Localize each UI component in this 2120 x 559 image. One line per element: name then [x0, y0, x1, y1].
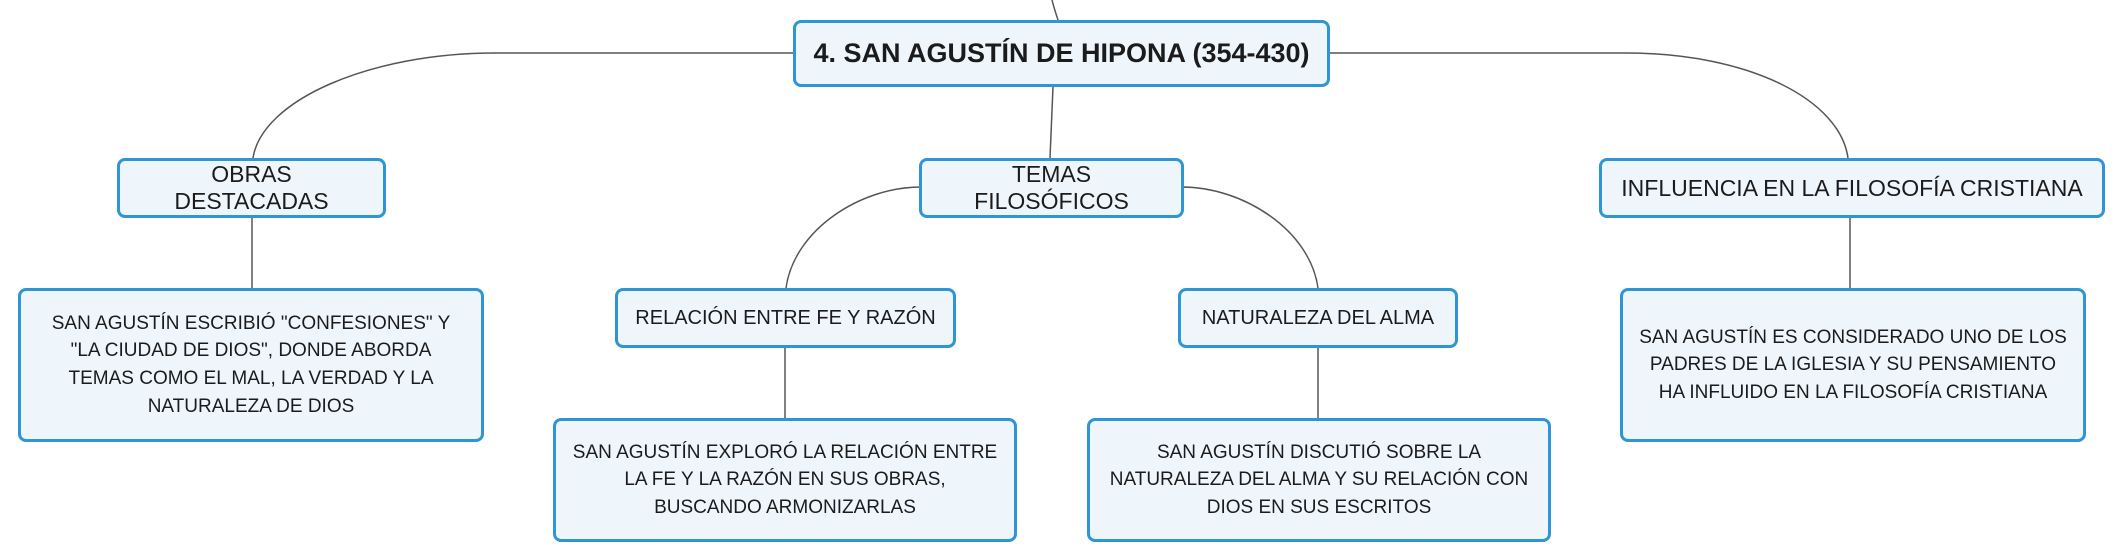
root-topic[interactable]: 4. SAN AGUSTÍN DE HIPONA (354-430): [793, 20, 1330, 87]
subtopic-fe-razon-label: RELACIÓN ENTRE FE Y RAZÓN: [635, 306, 936, 329]
subtopic-fe-razon[interactable]: RELACIÓN ENTRE FE Y RAZÓN: [615, 288, 956, 348]
detail-influencia[interactable]: SAN AGUSTÍN ES CONSIDERADO UNO DE LOS PA…: [1620, 288, 2086, 442]
subtopic-naturaleza-alma[interactable]: NATURALEZA DEL ALMA: [1178, 288, 1458, 348]
root-topic-label: 4. SAN AGUSTÍN DE HIPONA (354-430): [813, 38, 1310, 68]
branch-temas-filosoficos-label: TEMAS FILOSÓFICOS: [974, 161, 1129, 214]
detail-fe-razon[interactable]: SAN AGUSTÍN EXPLORÓ LA RELACIÓN ENTRE LA…: [553, 418, 1017, 542]
branch-influencia[interactable]: INFLUENCIA EN LA FILOSOFÍA CRISTIANA: [1599, 158, 2105, 218]
detail-naturaleza-alma[interactable]: SAN AGUSTÍN DISCUTIÓ SOBRE LA NATURALEZA…: [1087, 418, 1551, 542]
connector-root-parent: [1051, 0, 1059, 21]
connector-temas-alma: [1181, 186, 1319, 289]
branch-obras-destacadas[interactable]: OBRAS DESTACADAS: [117, 158, 386, 218]
connector-temas-fe: [785, 186, 922, 289]
connector-root-temas: [1049, 86, 1054, 159]
branch-temas-filosoficos[interactable]: TEMAS FILOSÓFICOS: [919, 158, 1184, 218]
detail-influencia-text: SAN AGUSTÍN ES CONSIDERADO UNO DE LOS PA…: [1639, 326, 2067, 403]
branch-influencia-label: INFLUENCIA EN LA FILOSOFÍA CRISTIANA: [1621, 174, 2083, 201]
detail-obras-destacadas-text: SAN AGUSTÍN ESCRIBIÓ "CONFESIONES" Y "LA…: [51, 312, 451, 417]
connector-root-influencia: [1330, 52, 1849, 159]
connector-root-obras: [252, 52, 793, 159]
detail-obras-destacadas[interactable]: SAN AGUSTÍN ESCRIBIÓ "CONFESIONES" Y "LA…: [18, 288, 484, 442]
detail-naturaleza-alma-text: SAN AGUSTÍN DISCUTIÓ SOBRE LA NATURALEZA…: [1109, 441, 1529, 518]
branch-obras-destacadas-label: OBRAS DESTACADAS: [174, 161, 329, 214]
detail-fe-razon-text: SAN AGUSTÍN EXPLORÓ LA RELACIÓN ENTRE LA…: [572, 441, 998, 518]
subtopic-naturaleza-alma-label: NATURALEZA DEL ALMA: [1201, 306, 1435, 329]
